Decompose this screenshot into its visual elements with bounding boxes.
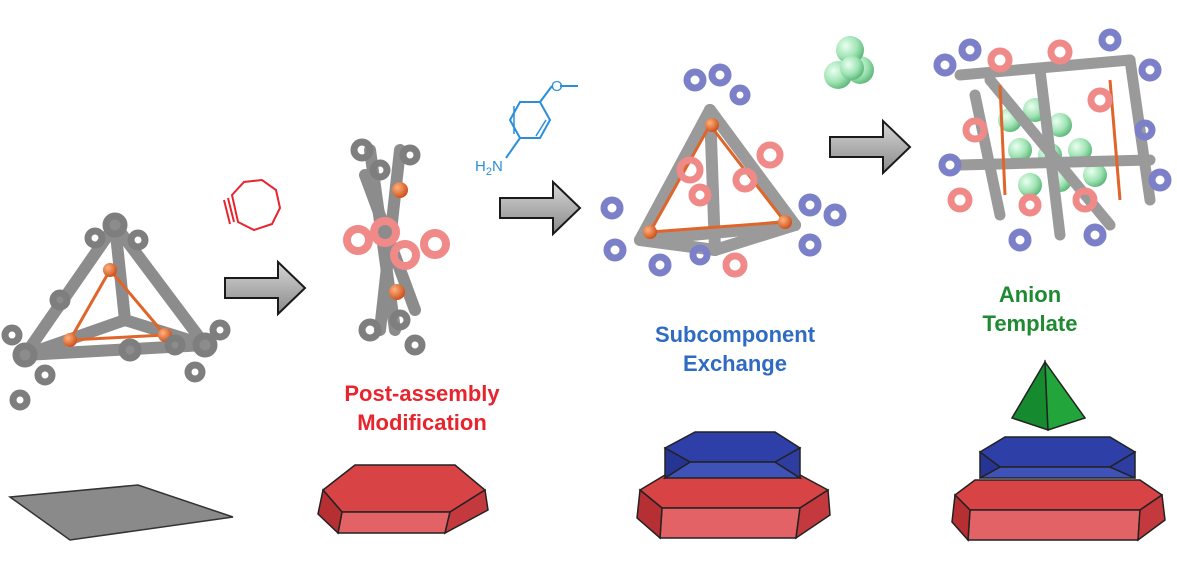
anion-template-label: Anion Template xyxy=(930,280,1130,338)
cyclooctyne-reagent xyxy=(223,178,282,232)
anisidine-reagent xyxy=(505,85,578,159)
gray-tetrahedron-molecule xyxy=(1,212,231,411)
flat-base-plate xyxy=(7,484,234,541)
post-assembly-line1: Post-assembly xyxy=(344,381,500,406)
subcomponent-line1: Subcomponent xyxy=(654,322,816,347)
amine-subscript: 2 xyxy=(485,166,492,178)
post-assembly-line2: Modification xyxy=(357,410,487,435)
blue-trapezoid-tier-2 xyxy=(662,431,803,480)
amine-label: H2N xyxy=(475,158,503,178)
modified-molecule xyxy=(343,138,450,356)
anion-line1: Anion xyxy=(998,282,1062,307)
arrow-1 xyxy=(224,259,307,317)
methoxy-oxygen-label: O xyxy=(551,78,563,95)
red-trapezoid-tier-2 xyxy=(636,474,831,540)
blue-trapezoid-tier-3 xyxy=(978,436,1137,480)
red-trapezoid-tier-1 xyxy=(317,464,489,535)
green-pyramid-top xyxy=(1010,359,1087,432)
subcomponent-line2: Exchange xyxy=(683,351,787,376)
templated-cage-molecule xyxy=(933,28,1172,252)
post-assembly-modification-label: Post-assembly Modification xyxy=(287,379,557,437)
arrow-3 xyxy=(829,118,912,176)
anion-line2: Template xyxy=(982,311,1078,336)
exchanged-tetrahedron-molecule xyxy=(600,63,847,278)
anion-spheres xyxy=(824,36,874,89)
subcomponent-exchange-label: Subcomponent Exchange xyxy=(600,320,870,378)
amine-n-text: N xyxy=(491,158,503,175)
arrow-2 xyxy=(499,179,582,237)
red-trapezoid-tier-3 xyxy=(951,479,1166,542)
amine-h-text: H xyxy=(475,158,486,175)
